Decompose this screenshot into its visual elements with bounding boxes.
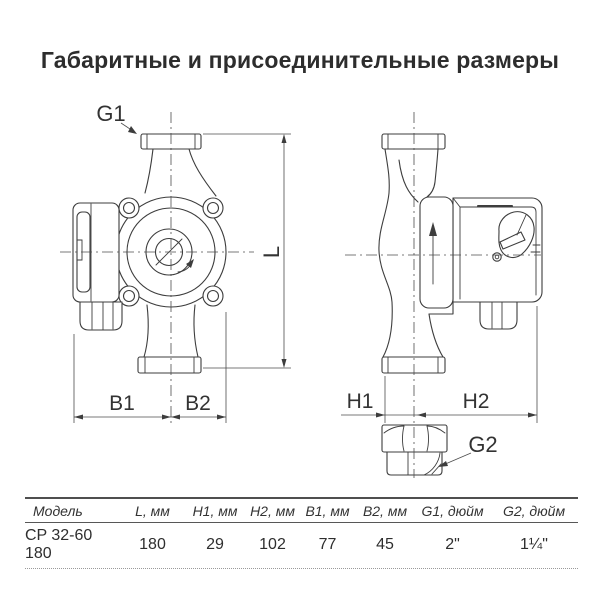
front-view-drawing (72, 133, 227, 374)
col-header-h1: H1, мм (185, 499, 245, 523)
cell-g1: 2" (445, 536, 460, 553)
page-title: Габаритные и присоединительные размеры (40, 47, 560, 73)
cell-b1: 77 (318, 536, 337, 553)
col-header-model: Модель (25, 499, 120, 523)
col-header-b1: B1, мм (300, 499, 355, 523)
dim-label-h1: H1 (347, 390, 374, 413)
dim-label-b1: B1 (109, 392, 135, 415)
table-header-row: Модель L, мм H1, мм H2, мм B1, мм B2, мм… (25, 499, 578, 523)
dimensions-table-wrap: Модель L, мм H1, мм H2, мм B1, мм B2, мм… (25, 497, 578, 569)
union-nut-drawing (381, 424, 448, 476)
side-view-drawing (378, 133, 543, 374)
dim-label-h2: H2 (463, 390, 490, 413)
table-row: CP 32-60 180 180 29 102 77 45 2" 1¼" (25, 523, 578, 569)
cell-l: 180 (139, 536, 166, 553)
cell-model: CP 32-60 180 (25, 527, 93, 562)
dim-label-g1: G1 (96, 101, 125, 126)
dim-label-l: L (259, 246, 284, 258)
col-header-g2: G2, дюйм (490, 499, 578, 523)
col-header-g1: G1, дюйм (415, 499, 490, 523)
cell-g2: 1¼" (520, 536, 548, 553)
cell-b2: 45 (376, 536, 394, 553)
cell-h1: 29 (206, 536, 224, 553)
dimensions-table: Модель L, мм H1, мм H2, мм B1, мм B2, мм… (25, 499, 578, 568)
col-header-h2: H2, мм (245, 499, 300, 523)
dimension-lines (73, 122, 538, 467)
dim-label-g2: G2 (468, 432, 497, 457)
dim-label-b2: B2 (185, 392, 211, 415)
cell-h2: 102 (259, 536, 286, 553)
col-header-l: L, мм (120, 499, 185, 523)
col-header-b2: B2, мм (355, 499, 415, 523)
